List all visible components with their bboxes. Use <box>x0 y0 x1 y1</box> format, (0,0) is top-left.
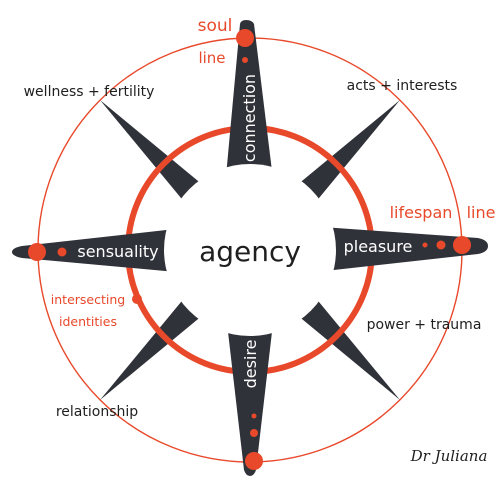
lifespan-line-right-dot <box>453 236 471 254</box>
lifespan-label: lifespan <box>390 203 453 222</box>
soul-line-mid-dot <box>250 429 258 437</box>
arm-label-connection: connection <box>240 74 259 162</box>
label-power-trauma: power + trauma <box>367 317 482 333</box>
lifespan-line-label: line <box>467 203 496 222</box>
arm-label-pleasure: pleasure <box>344 237 413 256</box>
lifespan-line-left-mid-dot <box>57 247 67 257</box>
intersecting-identities-dot <box>132 294 142 304</box>
soul-line-bottom-dot <box>245 452 263 470</box>
arm-label-sensuality: sensuality <box>77 242 158 261</box>
soul-line-small-dot <box>242 57 248 63</box>
soul-line-small-dot-lower <box>251 413 257 419</box>
lifespan-line-mid-dot <box>436 240 446 250</box>
lifespan-line-small-dot <box>422 242 428 248</box>
identities-label: identities <box>59 314 117 329</box>
lifespan-line-left-dot <box>28 243 46 261</box>
label-relationship: relationship <box>56 404 138 420</box>
soul-line-label: line <box>198 49 225 67</box>
line-markers <box>28 29 471 470</box>
intersecting-label: intersecting <box>51 292 125 307</box>
center-disc <box>164 164 336 336</box>
center-label: agency <box>199 235 301 268</box>
signature: Dr Juliana <box>410 447 488 465</box>
soul-label: soul <box>198 16 233 36</box>
label-acts-interests: acts + interests <box>347 78 458 94</box>
arm-label-desire: desire <box>241 340 260 389</box>
soul-line-top-dot <box>236 29 254 47</box>
label-wellness-fertility: wellness + fertility <box>24 84 155 100</box>
